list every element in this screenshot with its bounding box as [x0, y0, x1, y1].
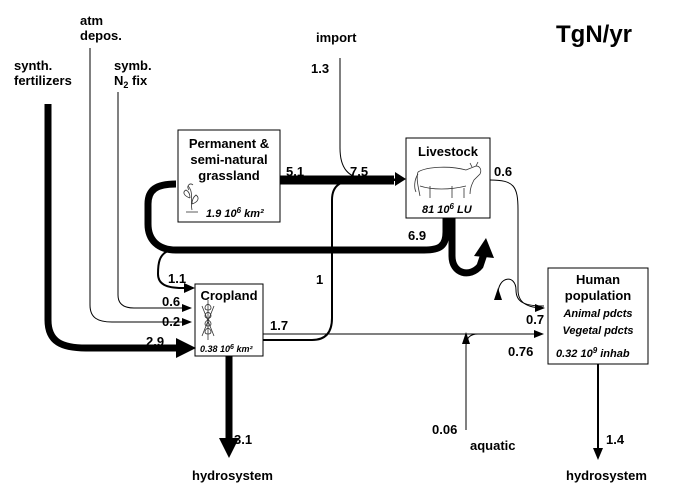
fertilizer-flow: [44, 104, 180, 352]
cropland-hydro-arrowhead: [219, 438, 239, 458]
import-label: import: [316, 30, 357, 45]
human-title-line1: Human: [576, 272, 620, 287]
livestock-recycle-flow: [448, 218, 488, 277]
flow-cropland-out: 1.7: [270, 318, 288, 333]
atm-depos-flow: [89, 48, 192, 326]
bump-arrowhead: [494, 288, 502, 300]
recycle-arrowhead: [474, 238, 494, 258]
flow-livestock-to-grassland: 6.9: [408, 228, 426, 243]
unit-title: TgN/yr: [556, 21, 632, 48]
flow-aquatic: 0.06: [432, 422, 457, 437]
flow-import: 1.3: [311, 61, 329, 76]
flow-livestock-to-human: 0.6: [494, 164, 512, 179]
plant-sketch-icon: [183, 183, 199, 213]
livestock-to-human-flow: [489, 179, 545, 312]
flow-cropland-hydro: 3.1: [234, 432, 252, 447]
import-flow: [339, 58, 402, 180]
grassland-title-line3: grassland: [198, 168, 259, 183]
flow-to-cropland-loop: 1.1: [168, 271, 186, 286]
flow-cropland-to-livestock: 1: [316, 272, 323, 287]
flow-to-livestock-total: 7.5: [350, 164, 368, 179]
flow-cropland-to-human: 0.76: [508, 344, 533, 359]
flow-atm-depos: 0.2: [162, 314, 180, 329]
symb-label-line2: N2 fix: [114, 73, 148, 90]
fertilizer-arrowhead: [176, 338, 196, 358]
flow-human-hydro: 1.4: [606, 432, 625, 447]
aquatic-label: aquatic: [470, 438, 516, 453]
grassland-title-line1: Permanent &: [189, 136, 269, 151]
cow-sketch-icon: [414, 161, 482, 198]
human-hydro-arrowhead: [593, 448, 603, 460]
hydrosystem-label-left: hydrosystem: [192, 468, 273, 483]
synth-label-line1: synth.: [14, 58, 52, 73]
flow-fertilizers: 2.9: [146, 334, 164, 349]
flow-grassland-to-livestock: 5.1: [286, 164, 304, 179]
livestock-box: Livestock 81 106 LU: [405, 137, 491, 219]
hydrosystem-label-right: hydrosystem: [566, 468, 647, 483]
flow-symb-fix: 0.6: [162, 294, 180, 309]
wheat-sketch-icon: [201, 300, 215, 340]
cropland-to-livestock-flow: [263, 179, 400, 341]
livestock-size: 81 106 LU: [422, 202, 473, 216]
loop-to-cropland-flow: [156, 249, 191, 289]
atm-label-line2: depos.: [80, 28, 122, 43]
human-animal-products: Animal pdcts: [562, 308, 632, 320]
loop-arrowhead: [184, 283, 195, 293]
cropland-area: 0.38 106 km²: [200, 344, 253, 354]
grassland-title-line2: semi-natural: [190, 152, 267, 167]
cropland-box: Cropland 0.38 106 km²: [194, 283, 264, 357]
livestock-arrowhead: [395, 172, 406, 186]
flow-manure-to-human: 0.7: [526, 312, 544, 327]
livestock-title: Livestock: [418, 144, 479, 159]
symb-fix-flow: [117, 92, 192, 312]
manure-bump-flow: [497, 278, 545, 307]
human-title-line2: population: [565, 288, 631, 303]
human-box: Human population Animal pdcts Vegetal pd…: [547, 267, 649, 365]
symb-label-line1: symb.: [114, 58, 152, 73]
human-population: 0.32 109 inhab: [556, 346, 630, 360]
synth-label-line2: fertilizers: [14, 73, 72, 88]
cropland-title: Cropland: [200, 288, 257, 303]
aquatic-flow: [465, 333, 479, 430]
grassland-box: Permanent & semi-natural grassland 1.9 1…: [177, 129, 281, 223]
livestock-to-grassland-flow: [144, 180, 450, 254]
atm-label-line1: atm: [80, 13, 103, 28]
grassland-area: 1.9 106 km²: [206, 206, 264, 220]
aquatic-arrowhead: [462, 332, 470, 344]
human-vegetal-products: Vegetal pdcts: [562, 325, 633, 337]
